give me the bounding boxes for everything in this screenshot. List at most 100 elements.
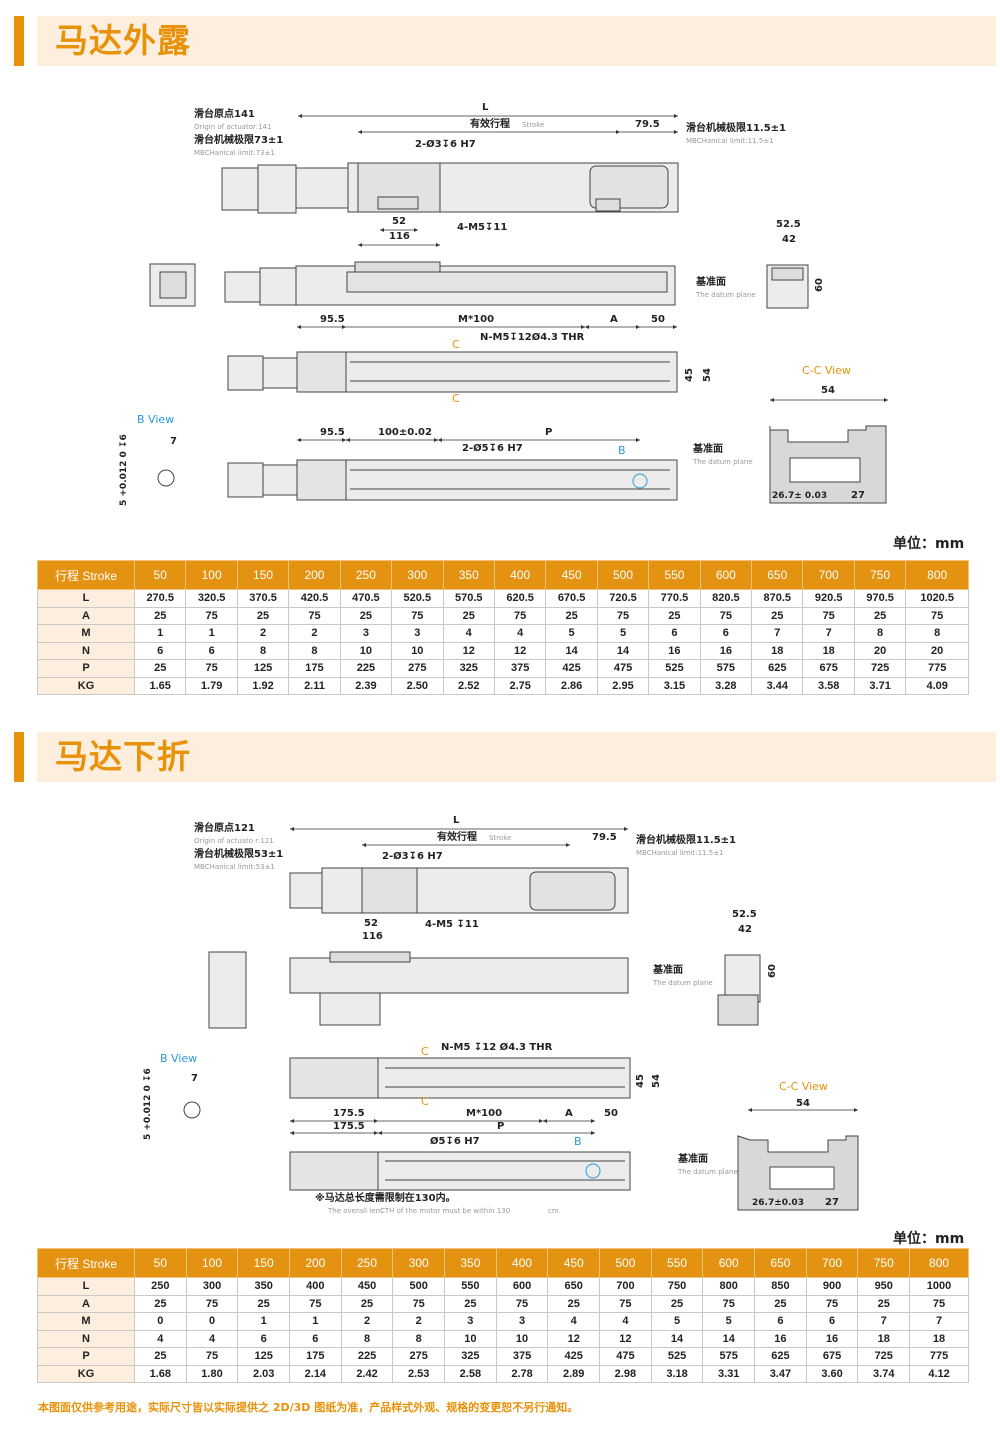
table-cell: 2.86: [545, 676, 598, 695]
table-cell: 670.5: [545, 589, 598, 608]
table-cell: 2: [288, 624, 341, 643]
table-cell: 2.11: [288, 676, 341, 695]
stroke-label-en: Stroke: [489, 834, 512, 842]
dim-60: 60: [814, 278, 825, 292]
section-marker: [14, 16, 24, 66]
dim-50: 50: [604, 1108, 618, 1119]
table-cell: 20: [853, 641, 907, 660]
table-cell: 75: [185, 606, 238, 625]
dim-42: 42: [738, 924, 752, 935]
b-mark: B: [574, 1135, 582, 1148]
actuator-bottom-view-b: [183, 1101, 631, 1191]
table-cell: 5: [545, 624, 598, 643]
table-cell: 1: [237, 1312, 291, 1331]
actuator-bottom-view-b: [157, 459, 678, 501]
table-cell: 3: [339, 624, 393, 643]
table-cell: 6: [237, 1329, 291, 1348]
limit-left-label: 滑台机械极限73±1: [194, 135, 284, 146]
datum-label-en: The datum plane: [653, 979, 713, 987]
limit-left-label-en: MBCHanical limit:53±1: [194, 863, 275, 871]
dim-95-5: 95.5: [320, 427, 345, 438]
section-title-motor-folded: 马达下折: [55, 737, 191, 776]
table-cell: 600: [495, 1277, 549, 1296]
datum-label-en: The datum plane: [696, 291, 756, 299]
datum-label-en: The datum plane: [678, 1168, 738, 1176]
origin-label-en: Origin of actuator:141: [194, 123, 272, 131]
table-cell: 4.09: [905, 676, 969, 695]
table-cell: 6: [805, 1312, 859, 1331]
table-cell: 175: [289, 1347, 342, 1366]
table-cell: 25: [853, 606, 907, 625]
table-cell: 1: [185, 624, 238, 643]
actuator-top-view: [221, 162, 679, 214]
table-cell: 425: [545, 659, 598, 678]
table-cell: 525: [648, 659, 701, 678]
hole-callout: 2-Ø3↧6 H7: [382, 851, 443, 862]
section-header-band: [37, 16, 996, 66]
limit-left-label-en: MBCHanical limit:73±1: [194, 149, 275, 157]
dim-L: L: [482, 102, 489, 113]
table-cell: 5: [596, 624, 650, 643]
dim-52: 52: [364, 918, 378, 929]
stroke-label-en: Stroke: [522, 121, 545, 129]
table-cell: 4: [547, 1312, 601, 1331]
column-header: 100: [185, 1248, 239, 1278]
table-cell: 75: [391, 606, 444, 625]
limit-right-label: 滑台机械极限11.5±1: [636, 835, 737, 846]
table-cell: 800: [702, 1277, 756, 1296]
column-header: 400: [495, 1248, 549, 1278]
table-cell: 25: [236, 606, 290, 625]
table-cell: 1.80: [185, 1364, 239, 1383]
table-cell: 1.65: [133, 676, 187, 695]
table-cell: 14: [596, 641, 650, 660]
table-cell: 75: [699, 606, 753, 625]
hole-callout: 2-Ø5↧6 H7: [462, 443, 523, 454]
column-header: 200: [288, 560, 341, 590]
table-cell: 2.95: [596, 676, 650, 695]
table-cell: 970.5: [853, 589, 907, 608]
column-header: 600: [699, 560, 753, 590]
table-cell: 75: [599, 1294, 652, 1313]
table-cell: 18: [802, 641, 855, 660]
row-header: M: [37, 624, 135, 643]
table-cell: 7: [802, 624, 855, 643]
dim-45: 45: [684, 368, 695, 382]
table-cell: 8: [340, 1329, 394, 1348]
table-cell: 75: [596, 606, 650, 625]
column-header: 100: [185, 560, 238, 590]
column-header: 700: [805, 1248, 859, 1278]
dim-54: 54: [651, 1074, 662, 1088]
limit-right-label-en: MBCHanical limit:11.5±1: [686, 137, 774, 145]
table-cell: 375: [495, 1347, 549, 1366]
table-cell: 12: [599, 1329, 652, 1348]
table-cell: 3.28: [699, 676, 753, 695]
dim-m100: M*100: [458, 314, 495, 325]
table-cell: 550: [444, 1277, 497, 1296]
stroke-label: 有效行程: [470, 119, 510, 130]
table-cell: 75: [905, 606, 969, 625]
column-header-stroke: 行程 Stroke: [37, 1248, 135, 1278]
table-cell: 775: [909, 1347, 969, 1366]
table-cell: 620.5: [493, 589, 547, 608]
dim-m100: M*100: [466, 1108, 503, 1119]
dim-52-5: 52.5: [732, 909, 757, 920]
table-cell: 2.89: [547, 1364, 601, 1383]
table-cell: 1.79: [185, 676, 238, 695]
table-cell: 6: [133, 641, 187, 660]
table-cell: 12: [547, 1329, 601, 1348]
table-cell: 0: [185, 1312, 239, 1331]
b-dim-7: 7: [191, 1073, 198, 1084]
disclaimer-note: 本图面仅供参考用途，实际尺寸皆以实际提供之 2D/3D 图纸为准，产品样式外观、…: [38, 1401, 579, 1414]
b-view-title: B View: [160, 1052, 198, 1065]
limit-right-label: 滑台机械极限11.5±1: [686, 123, 787, 134]
table-cell: 10: [495, 1329, 549, 1348]
column-header: 150: [236, 560, 290, 590]
motor-length-note: ※马达总长度需限制在130内。: [315, 1193, 456, 1204]
table-cell: 18: [857, 1329, 911, 1348]
table-cell: 2.98: [599, 1364, 652, 1383]
table-cell: 16: [805, 1329, 859, 1348]
